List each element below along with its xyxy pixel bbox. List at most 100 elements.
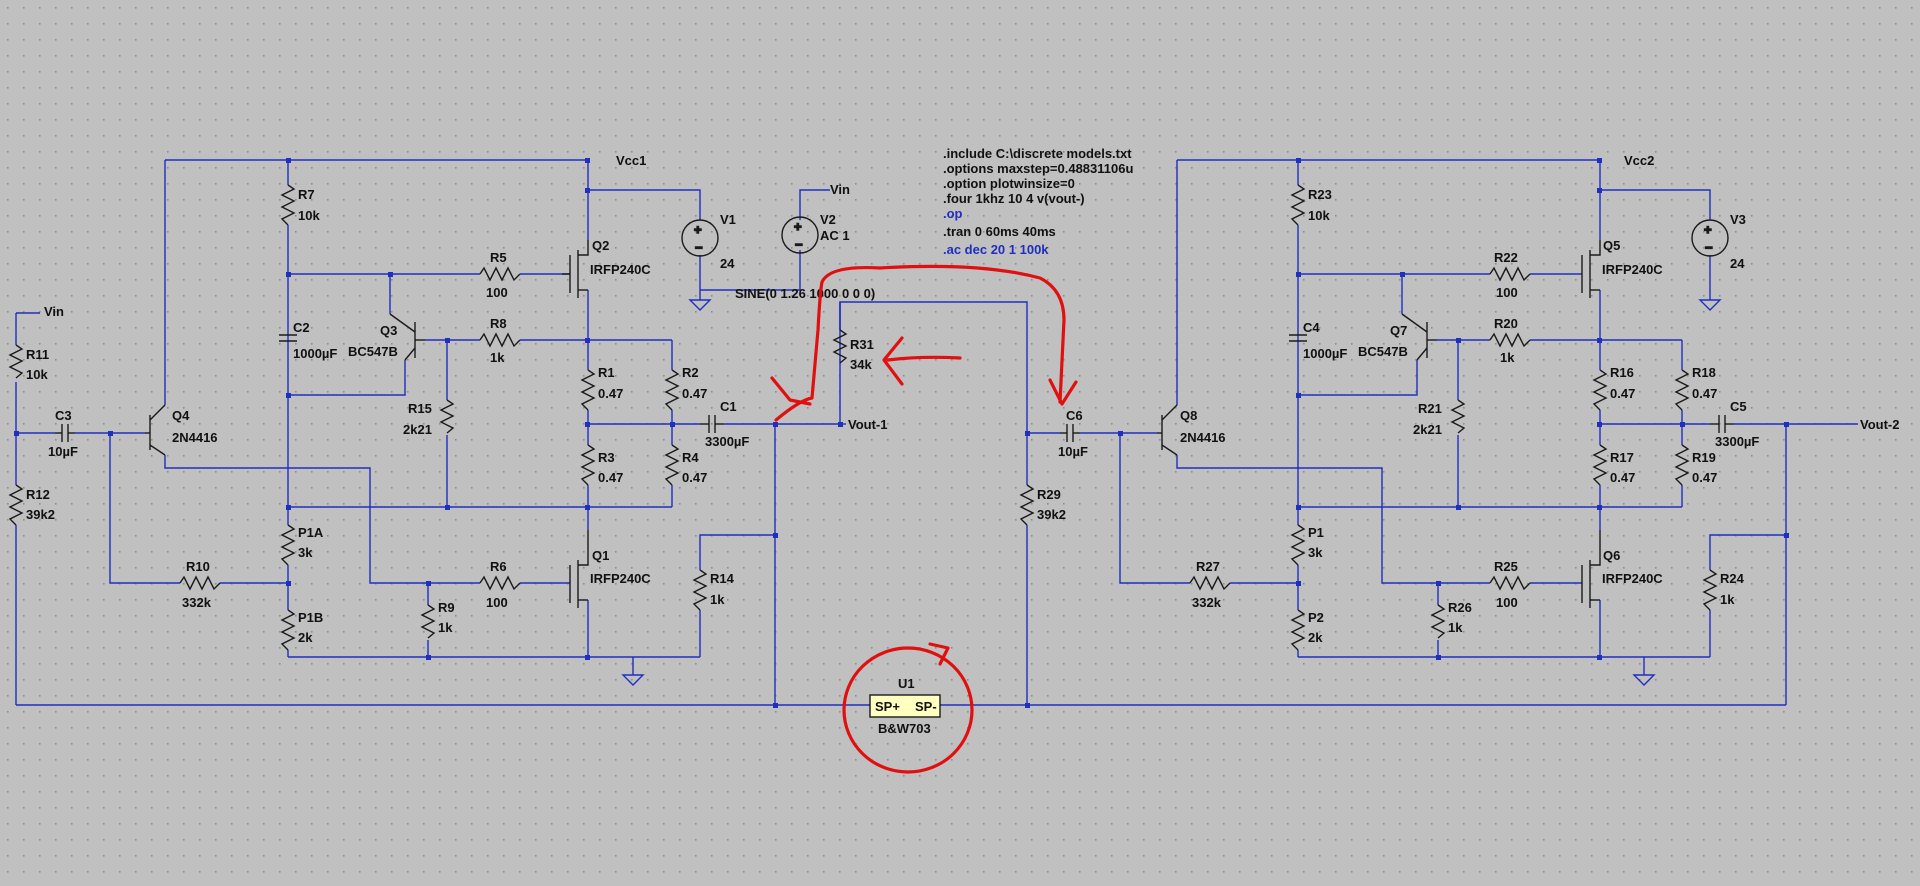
svg-text:−: − (695, 240, 703, 255)
r19-name: R19 (1692, 450, 1716, 465)
r10-symbol[interactable] (179, 575, 221, 591)
c4-name: C4 (1303, 320, 1320, 335)
p1-name: P1 (1308, 525, 1324, 540)
markup-arrow-right-head (1048, 378, 1078, 406)
svg-text:−: − (1705, 240, 1713, 255)
r16-symbol[interactable] (1592, 369, 1608, 411)
r27-symbol[interactable] (1189, 575, 1231, 591)
directive-include[interactable]: .include C:\discrete models.txt (943, 146, 1132, 161)
r23-name: R23 (1308, 187, 1332, 202)
q6-symbol[interactable] (1581, 530, 1601, 608)
net-label-vout1[interactable]: Vout-1 (848, 417, 887, 432)
r24-name: R24 (1720, 571, 1745, 586)
net-label-vcc2[interactable]: Vcc2 (1624, 153, 1654, 168)
r6-name: R6 (490, 559, 507, 574)
r12-symbol[interactable] (8, 484, 24, 526)
junction-dots (14, 158, 1789, 708)
r2-symbol[interactable] (664, 369, 680, 411)
c5-symbol[interactable] (1710, 415, 1734, 433)
r20-symbol[interactable] (1489, 332, 1531, 348)
q4-symbol[interactable] (145, 404, 166, 456)
p1a-symbol[interactable] (280, 524, 296, 566)
speaker-u1[interactable]: SP+ SP- U1 B&W703 (869, 676, 941, 736)
r9-name: R9 (438, 600, 455, 615)
directive-four[interactable]: .four 1khz 10 4 v(vout-) (943, 191, 1085, 206)
r25-symbol[interactable] (1489, 575, 1531, 591)
v2-symbol[interactable]: +− (781, 216, 819, 254)
r14-value: 1k (710, 592, 725, 607)
r12-name: R12 (26, 487, 50, 502)
r6-value: 100 (486, 595, 508, 610)
r8-name: R8 (490, 316, 507, 331)
r23-symbol[interactable] (1290, 184, 1306, 226)
speaker-model: B&W703 (878, 721, 931, 736)
v3-symbol[interactable]: +− (1691, 219, 1729, 257)
p1b-symbol[interactable] (280, 609, 296, 651)
q1-symbol[interactable] (569, 530, 589, 608)
r27-value: 332k (1192, 595, 1222, 610)
r25-value: 100 (1496, 595, 1518, 610)
q5-name: Q5 (1603, 238, 1620, 253)
r8-value: 1k (490, 350, 505, 365)
p1a-name: P1A (298, 525, 324, 540)
r17-symbol[interactable] (1592, 444, 1608, 486)
r5-symbol[interactable] (479, 266, 521, 282)
r3-name: R3 (598, 450, 615, 465)
p1a-value: 3k (298, 545, 313, 560)
r1-symbol[interactable] (580, 369, 596, 411)
r8-symbol[interactable] (479, 332, 521, 348)
c6-name: C6 (1066, 408, 1083, 423)
r6-symbol[interactable] (479, 575, 521, 591)
c1-symbol[interactable] (700, 415, 724, 433)
directive-options[interactable]: .options maxstep=0.48831106u (943, 161, 1133, 176)
r24-symbol[interactable] (1702, 569, 1718, 611)
r31-symbol[interactable] (832, 329, 848, 364)
r19-symbol[interactable] (1674, 444, 1690, 486)
r12-value: 39k2 (26, 507, 55, 522)
c6-symbol[interactable] (1060, 424, 1080, 442)
r18-value: 0.47 (1692, 386, 1717, 401)
c4-symbol[interactable] (1289, 334, 1307, 342)
speaker-pin-minus: SP- (915, 699, 937, 714)
net-label-vcc1[interactable]: Vcc1 (616, 153, 646, 168)
net-label-vout2[interactable]: Vout-2 (1860, 417, 1899, 432)
r4-symbol[interactable] (664, 444, 680, 486)
directive-ac[interactable]: .ac dec 20 1 100k (943, 242, 1049, 257)
v1-symbol[interactable]: +− (681, 219, 719, 257)
p2-symbol[interactable] (1290, 609, 1306, 651)
c2-symbol[interactable] (279, 334, 297, 342)
directive-plotwinsize[interactable]: .option plotwinsize=0 (943, 176, 1075, 191)
q5-symbol[interactable] (1581, 240, 1601, 298)
markup-speaker-circle (842, 646, 974, 774)
p1-symbol[interactable] (1290, 524, 1306, 566)
q2-symbol[interactable] (562, 240, 589, 298)
r15-symbol[interactable] (439, 399, 455, 434)
q1-name: Q1 (592, 548, 609, 563)
r24-value: 1k (1720, 592, 1735, 607)
v2-spec: SINE(0 1.26 1000 0 0 0) (735, 286, 875, 301)
net-label-vin-top[interactable]: Vin (830, 182, 850, 197)
r14-symbol[interactable] (692, 569, 708, 611)
q7-symbol[interactable] (1401, 313, 1437, 361)
r26-symbol[interactable] (1430, 604, 1446, 639)
r3-symbol[interactable] (580, 444, 596, 486)
net-label-vin-left[interactable]: Vin (44, 304, 64, 319)
q3-symbol[interactable] (389, 313, 425, 361)
q8-symbol[interactable] (1157, 404, 1178, 456)
directive-tran[interactable]: .tran 0 60ms 40ms (943, 224, 1056, 239)
r22-symbol[interactable] (1489, 266, 1531, 282)
r9-symbol[interactable] (420, 604, 436, 639)
r18-symbol[interactable] (1674, 369, 1690, 411)
r29-symbol[interactable] (1019, 484, 1035, 526)
c1-value: 3300µF (705, 434, 749, 449)
directive-op[interactable]: .op (943, 206, 963, 221)
c3-symbol[interactable] (55, 424, 75, 442)
r31-name: R31 (850, 337, 874, 352)
v2-value: AC 1 (820, 228, 850, 243)
r7-symbol[interactable] (280, 184, 296, 226)
r21-symbol[interactable] (1450, 399, 1466, 434)
svg-text:+: + (1704, 222, 1712, 237)
r4-name: R4 (682, 450, 699, 465)
r11-symbol[interactable] (8, 344, 24, 379)
